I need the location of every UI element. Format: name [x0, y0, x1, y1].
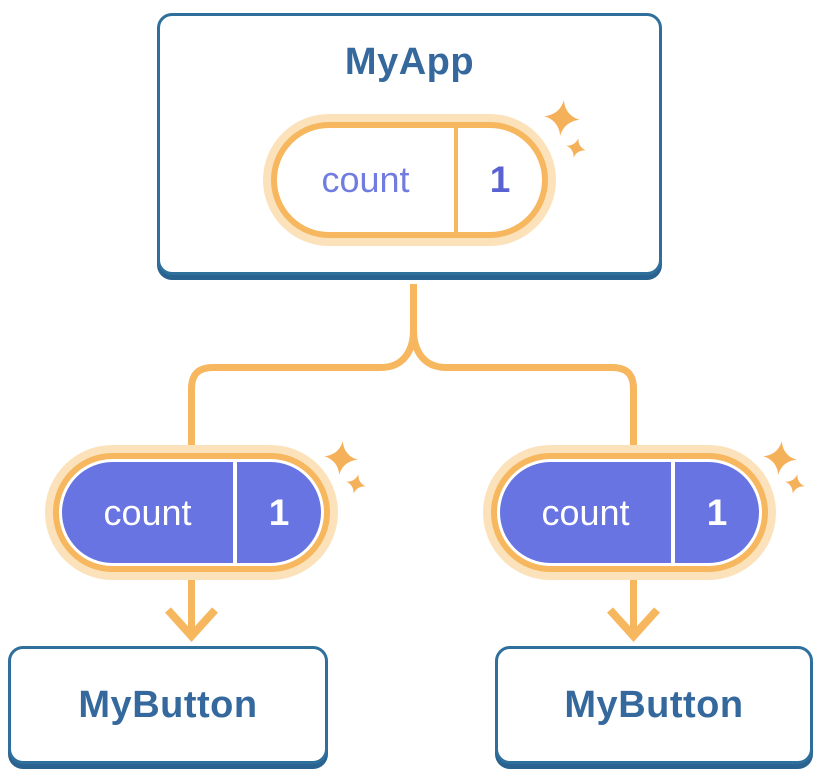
- arrow-down-icon: [165, 607, 218, 642]
- sparkle-icon: [544, 100, 586, 158]
- connector-right-branch: [410, 329, 637, 633]
- component-title: MyApp: [344, 41, 475, 83]
- prop-pill-fill: count 1: [62, 462, 321, 563]
- component-title: MyButton: [78, 684, 258, 726]
- sparkle-icon: [763, 441, 805, 494]
- pill-label: count: [103, 491, 192, 533]
- pill-divider: [671, 462, 675, 563]
- component-node-mybutton-right: MyButton: [495, 646, 813, 764]
- component-title: MyButton: [564, 684, 744, 726]
- pill-value: 1: [489, 159, 511, 200]
- pill-label: count: [541, 491, 630, 533]
- component-node-mybutton-left: MyButton: [8, 646, 328, 764]
- arrow-down-icon: [607, 607, 660, 642]
- state-pill-ring: count 1: [271, 122, 548, 238]
- pill-divider: [233, 462, 237, 563]
- prop-pill-ring: count 1: [491, 453, 768, 572]
- prop-pill-ring: count 1: [53, 453, 330, 572]
- pill-label: count: [321, 159, 410, 200]
- state-pill: count 1: [263, 114, 556, 246]
- pill-value: 1: [706, 491, 728, 533]
- component-node-myapp: MyApp count 1: [157, 13, 662, 275]
- prop-pill-left: count 1: [45, 445, 338, 580]
- pill-value: 1: [268, 491, 290, 533]
- prop-pill-right: count 1: [483, 445, 776, 580]
- prop-pill-fill: count 1: [500, 462, 759, 563]
- sparkle-icon: [324, 441, 366, 494]
- pill-divider: [454, 128, 458, 232]
